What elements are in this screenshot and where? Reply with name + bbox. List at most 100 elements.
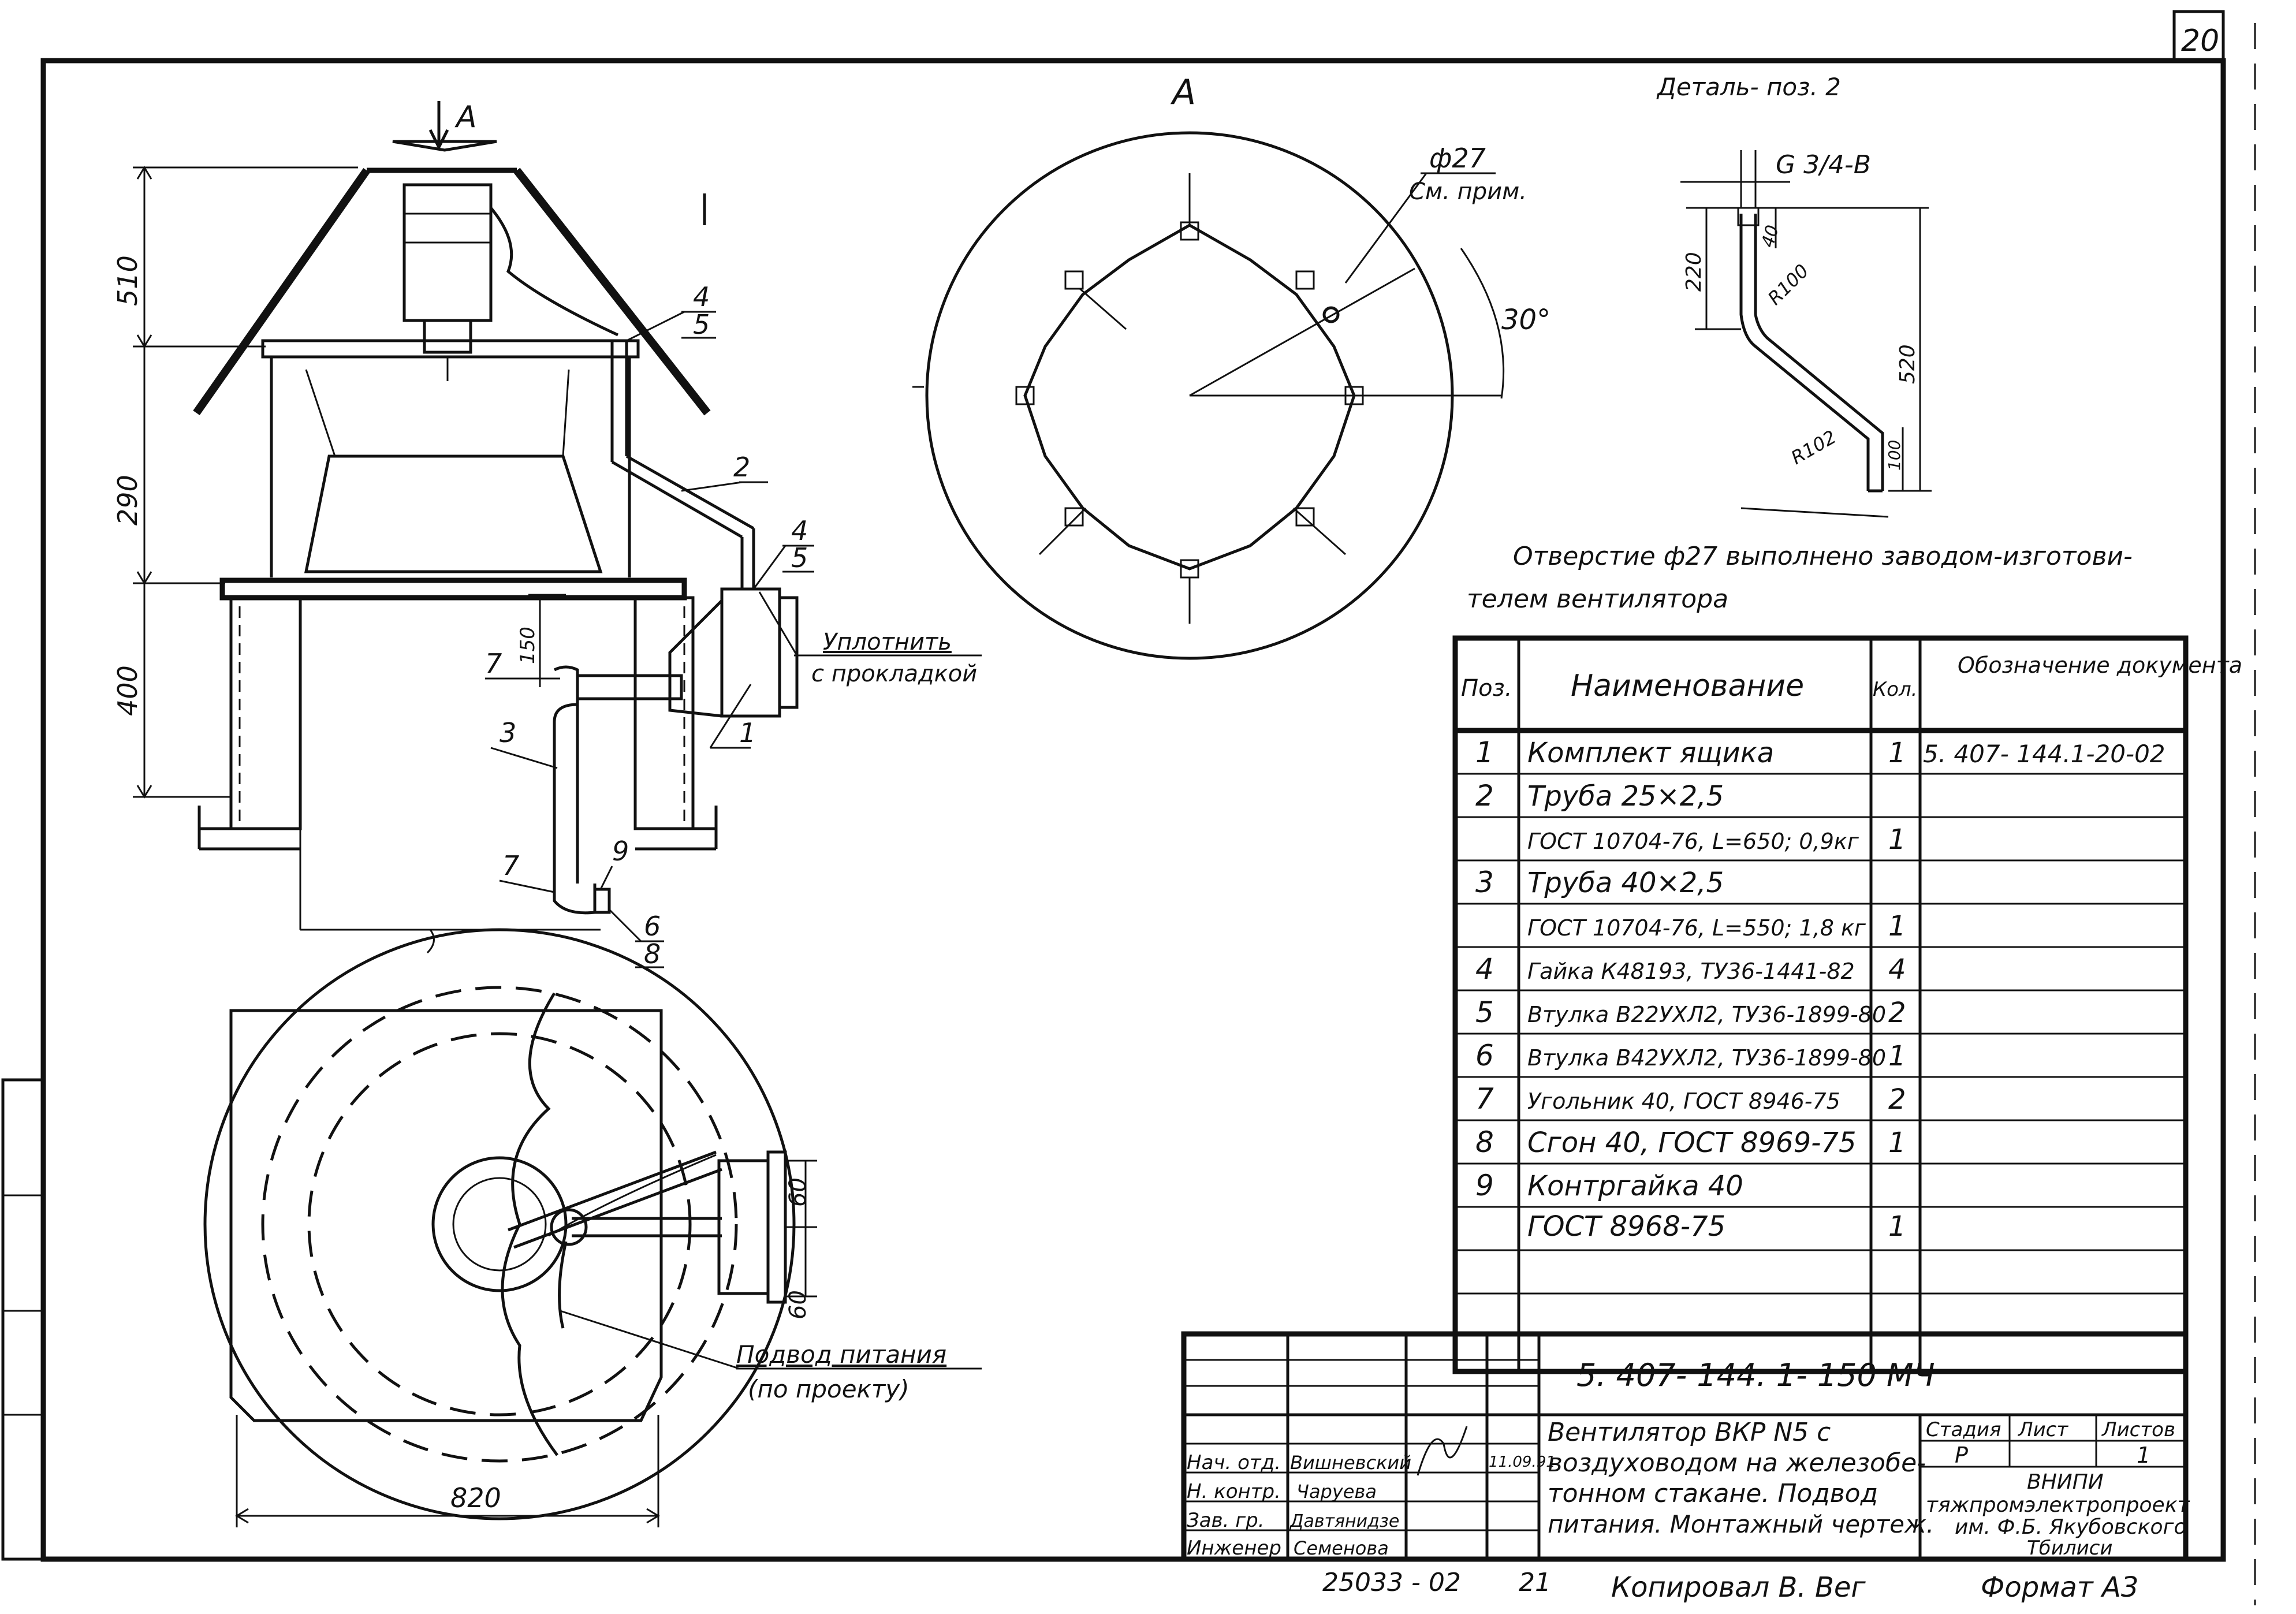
spec-qty: 1: [1888, 1040, 1906, 1072]
spec-pos: 9: [1475, 1169, 1494, 1202]
paper-format: Формат А3: [1981, 1571, 2138, 1604]
spec-name: Гайка К48193, ТУ36-1441-82: [1527, 959, 1855, 984]
sign-date: 11.09.91: [1489, 1453, 1556, 1471]
note-line1: Отверстие ф27 выполнено заводом-изготови…: [1513, 542, 2133, 571]
callout-7-bottom: 7: [502, 850, 519, 881]
elevation-labels: А 510 290 400 150 820 4 5 2 4 5 Уплотнит…: [112, 100, 977, 1514]
spec-name: ГОСТ 10704-76, L=550; 1,8 кг: [1527, 915, 1866, 941]
spec-qty: 1: [1888, 823, 1906, 856]
detail-labels: Деталь- поз. 2 G 3/4-В 220 40 R100 R102 …: [1656, 73, 1919, 471]
spec-pos: 7: [1475, 1082, 1494, 1116]
spec-qty: 2: [1888, 1083, 1906, 1116]
note-line2: телем вентилятора: [1467, 584, 1728, 614]
spec-name: Сгон 40, ГОСТ 8969-75: [1527, 1127, 1857, 1159]
elevation-view: [133, 101, 982, 1527]
spec-qty: 1: [1888, 1127, 1906, 1159]
seal-note-line2: с прокладкой: [811, 661, 977, 687]
spec-qty: 4: [1888, 953, 1906, 986]
callout-4-top: 4: [693, 281, 710, 312]
spec-header-doc: Обозначение документа: [1958, 653, 2242, 678]
title-line-4: питания. Монтажный чертеж.: [1548, 1510, 1934, 1538]
spec-header-name: Наименование: [1571, 669, 1804, 703]
org-line-4: Тбилиси: [2027, 1537, 2112, 1560]
detail-dim-100: 100: [1885, 440, 1904, 471]
spec-name: Труба 25×2,5: [1527, 780, 1724, 812]
detail-title: Деталь- поз. 2: [1656, 73, 1841, 101]
spec-qty: 1: [1888, 1210, 1906, 1243]
page-number: 20: [2181, 24, 2219, 58]
view-a-angle: 30°: [1501, 304, 1550, 336]
sheet-frame: [1, 10, 2256, 1605]
spec-qty: 1: [1888, 910, 1906, 942]
dim-400: 400: [112, 665, 143, 716]
signer-name-3: Давтянидзе: [1289, 1511, 1399, 1531]
callout-9: 9: [612, 836, 629, 867]
signer-role-2: Н. контр.: [1187, 1480, 1281, 1503]
detail-dim-40: 40: [1758, 223, 1783, 249]
dim-60-bottom: 60: [785, 1290, 811, 1319]
title-block-text: 5. 407- 144. 1- 150 МЧ Вентилятор ВКР N5…: [1187, 1357, 2190, 1560]
spec-name: Контргайка 40: [1527, 1170, 1743, 1202]
callout-8: 8: [644, 938, 661, 970]
detail-dim-520: 520: [1896, 344, 1919, 384]
title-line-3: тонном стакане. Подвод: [1548, 1479, 1878, 1508]
hole-note: Отверстие ф27 выполнено заводом-изготови…: [1467, 542, 2133, 614]
spec-name: Угольник 40, ГОСТ 8946-75: [1527, 1089, 1840, 1114]
power-note-line2: (по проекту): [748, 1375, 910, 1403]
spec-pos: 5: [1475, 996, 1494, 1029]
spec-pos: 1: [1475, 736, 1494, 769]
title-line-2: воздуховодом на железобе-: [1548, 1448, 1926, 1478]
dim-820: 820: [450, 1482, 501, 1514]
title-block: [1181, 1331, 2189, 1562]
callout-6: 6: [644, 911, 661, 942]
view-a-labels: А ф27 См. прим. 30°: [1170, 72, 1550, 336]
power-note-line1: Подвод питания: [736, 1340, 946, 1369]
callout-7-top: 7: [485, 648, 502, 679]
spec-table-rows: 1 Комплект ящика 1 5. 407- 144.1-20-02 2 Труб…: [1475, 736, 2165, 1243]
view-a-title: А: [1170, 72, 1196, 113]
spec-name: Втулка В42УХЛ2, ТУ36-1899-80: [1527, 1045, 1886, 1071]
spec-table-header: Поз. Наименование Кол. Обозначение докум…: [1461, 653, 2242, 703]
signer-role-3: Зав. гр.: [1187, 1509, 1265, 1532]
spec-qty: 1: [1888, 737, 1906, 769]
org-line-3: им. Ф.Б. Якубовского: [1955, 1515, 2186, 1539]
spec-header-pos: Поз.: [1461, 675, 1512, 702]
stage-value: Р: [1955, 1442, 1968, 1468]
stage-label: Стадия: [1926, 1418, 2001, 1441]
callout-3: 3: [500, 717, 516, 748]
signer-name-4: Семенова: [1294, 1537, 1389, 1559]
signer-role-4: Инженер: [1187, 1537, 1281, 1560]
detail-thread: G 3/4-В: [1776, 150, 1871, 180]
copied-by: Копировал В. Вег: [1611, 1571, 1866, 1604]
spec-doc: 5. 407- 144.1-20-02: [1923, 740, 2165, 768]
archive-sheet: 21: [1519, 1568, 1551, 1597]
view-arrow-label: А: [454, 100, 477, 135]
detail-dim-r100: R100: [1764, 260, 1813, 310]
dim-60-top: 60: [785, 1177, 811, 1207]
signer-name-2: Чарyева: [1296, 1481, 1377, 1503]
detail-pos2: [1680, 150, 1932, 518]
seal-note-line1: Уплотнить: [823, 629, 952, 655]
document-designation: 5. 407- 144. 1- 150 МЧ: [1576, 1357, 1935, 1393]
callout-5-top: 5: [693, 309, 710, 340]
sheet-label: Лист: [2017, 1418, 2068, 1441]
spec-name: Комплект ящика: [1527, 737, 1774, 769]
signer-name-1: Вишневский: [1290, 1452, 1411, 1474]
bottom-margin: 25033 - 02 21 Копировал В. Вег Формат А3: [1322, 1568, 2138, 1604]
spec-name: Втулка В22УХЛ2, ТУ36-1899-80: [1527, 1002, 1886, 1027]
dim-150: 150: [516, 627, 539, 664]
org-line-1: ВНИПИ: [2027, 1470, 2104, 1494]
plan-view: [203, 928, 982, 1520]
spec-pos: 4: [1475, 952, 1494, 986]
dim-510: 510: [112, 255, 143, 306]
spec-name: ГОСТ 10704-76, L=650; 0,9кг: [1527, 829, 1859, 854]
dim-290: 290: [112, 475, 143, 525]
spec-pos: 2: [1475, 779, 1494, 812]
sheets-label: Листов: [2101, 1418, 2175, 1441]
detail-dim-r102: R102: [1787, 426, 1840, 469]
callout-1: 1: [739, 717, 756, 748]
sheets-value: 1: [2137, 1442, 2150, 1468]
spec-pos: 3: [1475, 866, 1494, 899]
signer-role-1: Нач. отд.: [1187, 1451, 1281, 1474]
